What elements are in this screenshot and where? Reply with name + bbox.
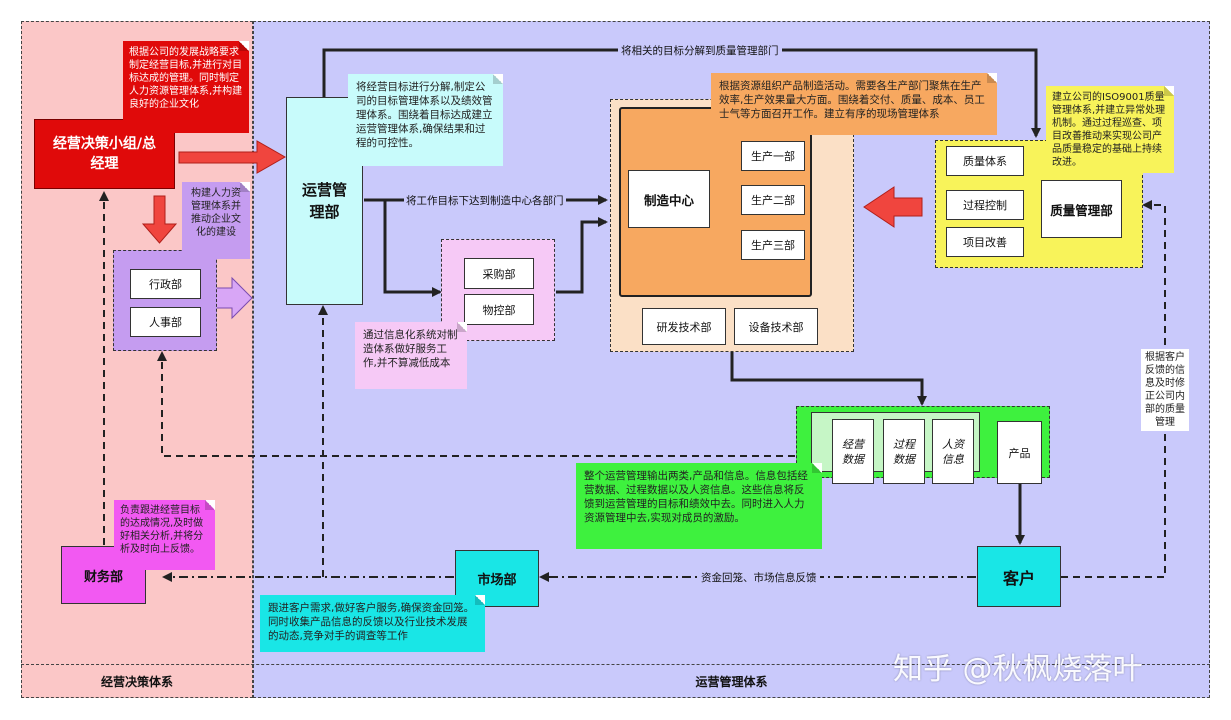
edge-label-to-quality: 将相关的目标分解到质量管理部门	[618, 43, 782, 57]
arrow-decision-to-ops	[178, 140, 287, 174]
manufacturing-center-box[interactable]: 制造中心	[628, 170, 710, 228]
region-divider	[21, 664, 1210, 665]
arrow-decision-to-hr	[141, 195, 178, 244]
watermark: 知乎 @秋枫烧落叶	[893, 652, 1143, 687]
quality-dept-box[interactable]: 质量管理部	[1041, 180, 1122, 238]
supply-note: 通过信息化系统对制造体系做好服务工作,并不算减低成本	[355, 322, 467, 389]
customer-box[interactable]: 客户	[977, 546, 1061, 607]
finance-note: 负责跟进经营目标的达成情况,及时做好相关分析,并将分析及时向上反馈。	[114, 500, 215, 570]
equipment-dept[interactable]: 设备技术部	[734, 308, 818, 345]
rnd-dept[interactable]: 研发技术部	[642, 308, 726, 345]
material-control-dept[interactable]: 物控部	[464, 294, 534, 325]
production-dept-3[interactable]: 生产三部	[741, 230, 805, 260]
quality-system-box[interactable]: 质量体系	[946, 146, 1024, 176]
production-dept-2[interactable]: 生产二部	[741, 185, 805, 215]
decision-system-label: 经营决策体系	[100, 674, 173, 689]
project-improvement-box[interactable]: 项目改善	[946, 227, 1024, 257]
production-dept-1[interactable]: 生产一部	[741, 141, 805, 171]
edge-supply-to-manufacturing	[556, 217, 608, 294]
hr-dept[interactable]: 人事部	[130, 307, 201, 337]
purchasing-dept[interactable]: 采购部	[464, 258, 534, 289]
decision-note: 根据公司的发展战略要求制定经营目标,并进行对目标达成的管理。同时制定人力资源管理…	[123, 41, 249, 133]
output-note: 整个运营管理输出两类,产品和信息。信息包括经营数据、过程数据以及人资信息。这些信…	[576, 463, 822, 549]
edge-label-to-manufacturing: 将工作目标下达到制造中心各部门	[404, 193, 566, 207]
product-box[interactable]: 产品	[997, 421, 1042, 484]
edge-manufacturing-to-output	[730, 352, 927, 406]
process-data-box[interactable]: 过程数据	[883, 419, 925, 484]
market-note: 跟进客户需求,做好客户服务,确保资金回笼。同时收集产品信息的反馈以及行业技术发展…	[260, 595, 485, 652]
arrow-hr-to-ops	[212, 276, 253, 320]
manufacturing-note: 根据资源组织产品制造活动。需要各生产部门聚焦在生产效率,生产效果量大方面。围绕着…	[711, 73, 997, 135]
arrow-quality-to-manufacturing	[863, 186, 923, 228]
admin-dept[interactable]: 行政部	[130, 269, 201, 299]
hr-info-box[interactable]: 人资信息	[932, 419, 974, 484]
hr-note: 构建人力资管理体系并推动企业文化的建设	[182, 182, 250, 259]
process-control-box[interactable]: 过程控制	[946, 190, 1024, 220]
ops-note: 将经营目标进行分解,制定公司的目标管理体系以及绩效管理体系。围绕着目标达成建立运…	[348, 74, 503, 166]
quality-note: 建立公司的ISO9001质量管理体系,并建立异常处理机制。通过过程巡查、项目改善…	[1046, 86, 1174, 173]
ops-data-box[interactable]: 经营数据	[832, 419, 874, 484]
edge-label-customer-to-market: 资金回笼、市场信息反馈	[698, 570, 820, 584]
edge-ops-to-supply	[383, 200, 442, 297]
edge-output-to-hr	[157, 351, 795, 457]
customer-feedback-note: 根据客户反馈的信息及时修正公司内部的质量管理	[1141, 349, 1189, 431]
operations-system-label: 运营管理体系	[695, 674, 768, 689]
